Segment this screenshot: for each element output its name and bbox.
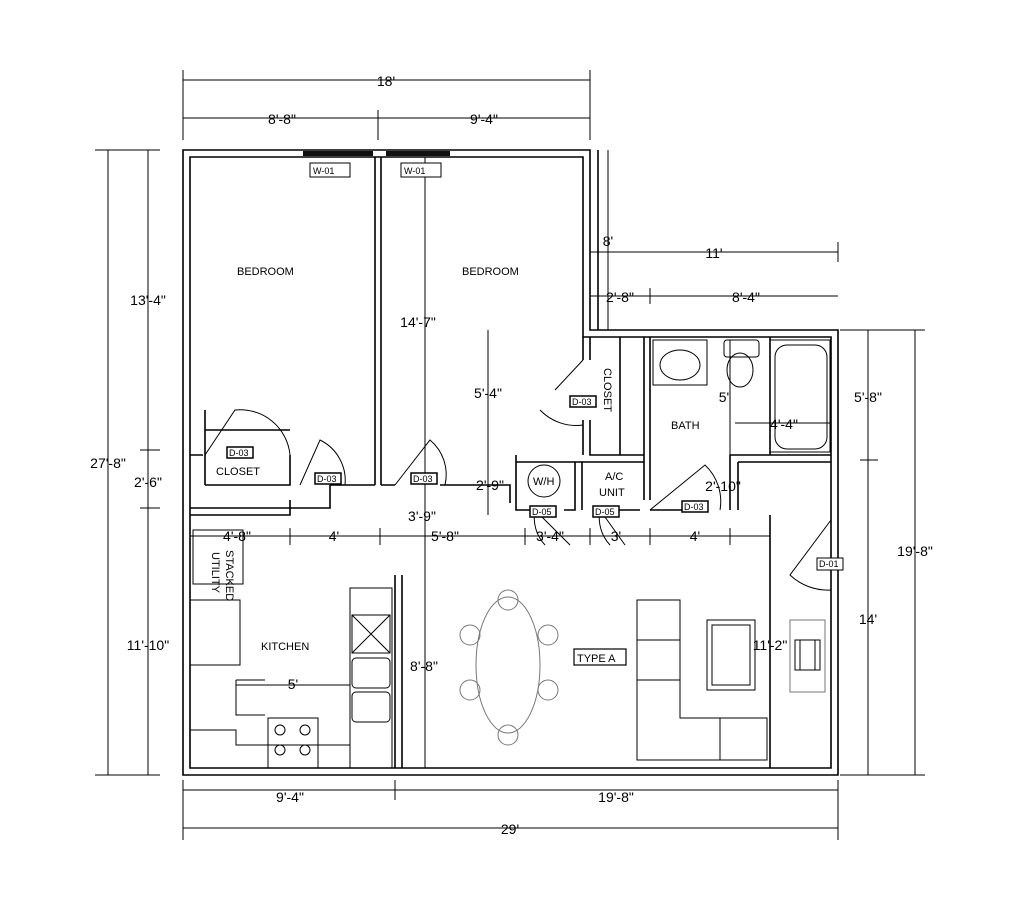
ac-label: A/C xyxy=(605,471,623,483)
dim-label: 19'-8" xyxy=(598,789,634,805)
dim-label: 19'-8" xyxy=(897,543,933,559)
room-label-closet: CLOSET xyxy=(216,466,260,478)
dimension-lines xyxy=(95,70,925,840)
kitchen-counter xyxy=(349,587,393,769)
coffee-table xyxy=(706,619,756,691)
dim-label: 3' xyxy=(611,528,621,544)
dim-label: 5' xyxy=(288,676,298,692)
window-bar xyxy=(303,151,373,156)
window-tag: W-01 xyxy=(313,166,334,176)
dim-label: 2'-8" xyxy=(606,289,634,305)
stove xyxy=(267,717,319,769)
dim-label: 29' xyxy=(501,821,519,837)
window-tag: W-01 xyxy=(404,166,425,176)
dim-label: 11' xyxy=(705,245,722,261)
door-tag: D-03 xyxy=(317,474,337,484)
door-tag: D-03 xyxy=(413,474,433,484)
refrigerator xyxy=(189,599,241,666)
door-tag: D-03 xyxy=(229,448,249,458)
door-tag: D-01 xyxy=(819,559,839,569)
stacked-utility-label: STACKED xyxy=(223,550,235,601)
dim-label: 8'-4" xyxy=(732,289,760,305)
dining-table xyxy=(475,596,541,734)
dim-label: 5' xyxy=(719,389,729,405)
dim-label: 2'-6" xyxy=(134,474,162,490)
dim-label: 4' xyxy=(690,528,700,544)
dim-label: 3'-9" xyxy=(408,508,436,524)
dim-label: 11'-2" xyxy=(753,637,788,653)
dim-label: 13'-4" xyxy=(130,292,166,308)
room-label-closet: CLOSET xyxy=(601,368,613,412)
dim-label: 8'-8" xyxy=(410,658,438,674)
dim-label: 3'-4" xyxy=(536,528,564,544)
door-tag: D-05 xyxy=(532,507,552,517)
stacked-utility xyxy=(192,529,244,585)
door-tag: D-05 xyxy=(595,507,615,517)
room-label-bedroom: BEDROOM xyxy=(462,266,519,278)
kitchen-sink xyxy=(351,657,391,689)
exterior-walls xyxy=(182,149,839,776)
dim-label: 4'-4" xyxy=(770,416,798,432)
dim-label: 9'-4" xyxy=(276,789,304,805)
dim-label: 2'-9" xyxy=(476,477,504,493)
dimension-labels: 18' 8'-8" 9'-4" 27'-8" 2'-6" 13'-4" 11'-… xyxy=(90,73,933,837)
toilet-tank xyxy=(723,339,760,358)
dim-label: 5'-8" xyxy=(854,389,882,405)
tags: W-01 W-01 D-03 D-03 D-03 D-03 D-03 D-05 … xyxy=(226,162,844,571)
dim-label: 4'-8" xyxy=(223,528,251,544)
room-labels: BEDROOM BEDROOM CLOSET CLOSET BATH KITCH… xyxy=(209,266,700,666)
bathtub xyxy=(769,339,831,453)
door-tag: D-03 xyxy=(572,397,592,407)
room-label-bedroom: BEDROOM xyxy=(237,266,294,278)
dim-label: 4' xyxy=(329,528,339,544)
water-heater xyxy=(527,464,561,498)
door-tag: D-03 xyxy=(684,502,704,512)
ac-label: UNIT xyxy=(599,487,625,499)
dim-label: 14'-7" xyxy=(400,314,436,330)
water-heater-label: W/H xyxy=(533,476,554,488)
bathroom-sink xyxy=(652,339,708,386)
sofa xyxy=(636,599,768,761)
room-label-bath: BATH xyxy=(671,420,700,432)
dim-label: 9'-4" xyxy=(470,111,498,127)
fireplace xyxy=(789,619,826,693)
stacked-utility-label: UTILITY xyxy=(209,552,221,594)
fixtures xyxy=(189,339,831,769)
dim-label: 14' xyxy=(859,611,877,627)
door-swings xyxy=(204,359,832,591)
toilet xyxy=(726,352,754,388)
dim-label: 5'-8" xyxy=(431,528,459,544)
dim-label: 5'-4" xyxy=(474,385,502,401)
dim-label: 8' xyxy=(603,233,613,249)
dim-label: 8'-8" xyxy=(268,111,296,127)
interior-walls xyxy=(190,157,831,768)
room-label-kitchen: KITCHEN xyxy=(261,641,309,653)
window-bar xyxy=(386,151,450,156)
dim-label: 27'-8" xyxy=(90,455,126,471)
dim-label: 18' xyxy=(377,73,395,89)
dim-label: 11'-10" xyxy=(127,637,169,653)
dim-label: 2'-10" xyxy=(705,478,741,494)
unit-type-label: TYPE A xyxy=(577,653,616,665)
